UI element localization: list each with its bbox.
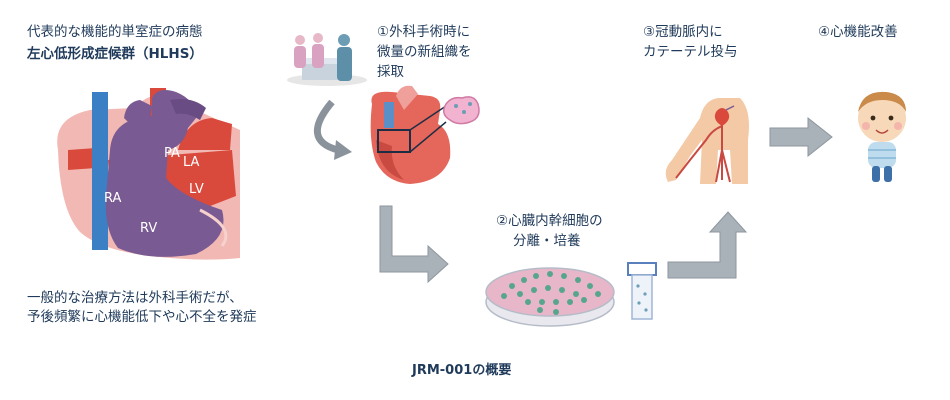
curved-arrow: [313, 99, 352, 160]
step4-line1: ④心機能改善: [818, 24, 898, 40]
petri-dish-illustration: [485, 267, 615, 327]
intro-line2: 左心低形成症候群（HLHS）: [27, 46, 203, 62]
label-la: LA: [183, 155, 200, 170]
surgery-illustration: [287, 33, 367, 86]
treatment-line1: 一般的な治療方法は外科手術だが、: [27, 290, 243, 306]
hlhs-heart-illustration: PA LA LV RA RV: [57, 88, 240, 260]
label-ra: RA: [104, 191, 122, 206]
step3-line2: カテーテル投与: [643, 44, 738, 60]
step2-line2: 分離・培養: [513, 233, 581, 249]
catheter-body-illustration: [665, 98, 749, 184]
heart-biopsy-illustration: [370, 85, 480, 184]
arrow-to-culture: [379, 205, 449, 284]
arrow-to-improvement: [769, 116, 833, 158]
label-pa: PA: [164, 146, 180, 161]
step2-line1: ②心臓内幹細胞の: [496, 213, 603, 229]
step3-line1: ③冠動脈内に: [643, 24, 723, 40]
label-rv: RV: [140, 221, 157, 236]
healthy-child-illustration: [858, 91, 906, 182]
vial-illustration: [627, 262, 657, 320]
intro-line1: 代表的な機能的単室症の病態: [27, 24, 203, 40]
step1-line1: ①外科手術時に: [377, 24, 471, 40]
figure-caption: JRM-001の概要: [412, 363, 512, 378]
step1-line3: 採取: [377, 64, 404, 80]
label-lv: LV: [189, 182, 204, 197]
arrow-to-catheter: [667, 211, 748, 279]
step1-line2: 微量の新組織を: [377, 44, 472, 60]
treatment-line2: 予後頻繁に心機能低下や心不全を発症: [27, 309, 257, 325]
